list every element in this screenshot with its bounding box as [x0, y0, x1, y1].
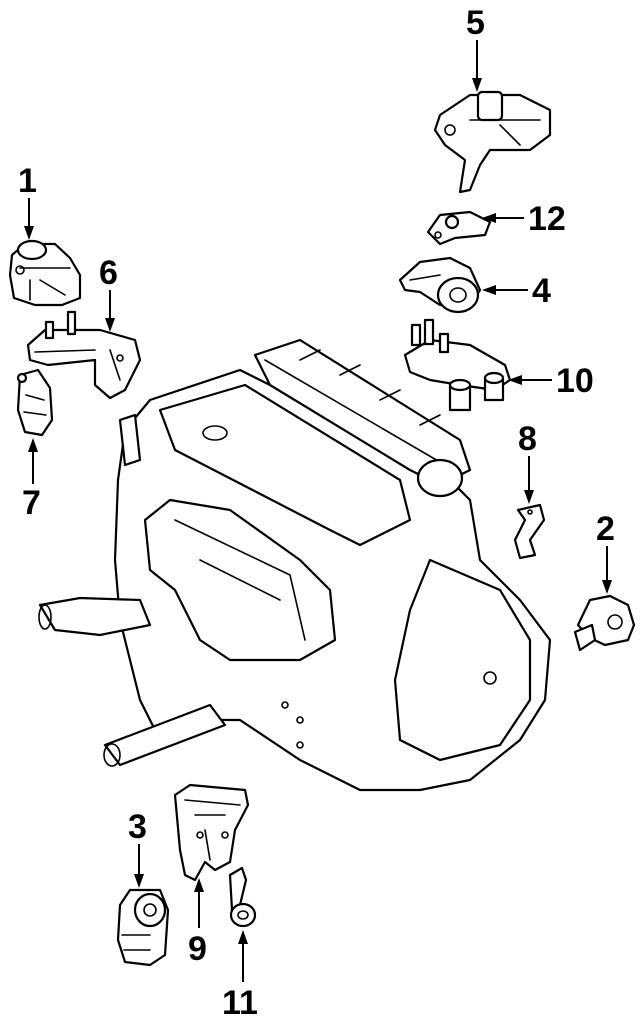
- callout-label-6: 6: [99, 254, 118, 292]
- part-8-small-bracket: [513, 503, 546, 560]
- callout-label-4: 4: [532, 272, 551, 310]
- callout-9: 9: [188, 878, 207, 968]
- callout-7: 7: [22, 438, 41, 522]
- callout-label-12: 12: [528, 200, 566, 238]
- callout-11: 11: [222, 930, 258, 1022]
- callout-4: 4: [482, 272, 551, 310]
- part-6-mount-bracket: [26, 310, 142, 400]
- callout-label-11: 11: [222, 984, 258, 1022]
- callout-label-10: 10: [556, 362, 594, 400]
- part-5-transmission-bracket: [433, 90, 552, 194]
- callout-8: 8: [518, 420, 537, 504]
- part-10-stud-mount: [403, 318, 512, 412]
- callout-1: 1: [18, 162, 37, 240]
- callout-3: 3: [128, 808, 147, 888]
- part-7-small-mount: [16, 368, 54, 437]
- callout-label-9: 9: [188, 930, 207, 968]
- part-2-side-mount: [573, 594, 636, 652]
- callout-label-2: 2: [596, 510, 615, 548]
- callout-label-7: 7: [22, 484, 41, 522]
- engine-assembly: [38, 338, 552, 792]
- callout-label-1: 1: [18, 162, 37, 200]
- callout-label-8: 8: [518, 420, 537, 458]
- part-9-lower-bracket: [173, 783, 250, 882]
- part-3-lower-mount: [116, 888, 170, 967]
- callout-2: 2: [596, 510, 615, 594]
- part-12-plate: [426, 210, 492, 246]
- callout-12: 12: [482, 200, 566, 238]
- part-1-engine-mount: [8, 239, 82, 307]
- callout-label-3: 3: [128, 808, 147, 846]
- callout-10: 10: [508, 362, 594, 400]
- callout-label-5: 5: [466, 4, 485, 42]
- callout-6: 6: [99, 254, 118, 332]
- part-4-bushing-mount: [398, 256, 482, 314]
- callout-5: 5: [466, 4, 485, 92]
- part-11-bushing: [228, 866, 257, 928]
